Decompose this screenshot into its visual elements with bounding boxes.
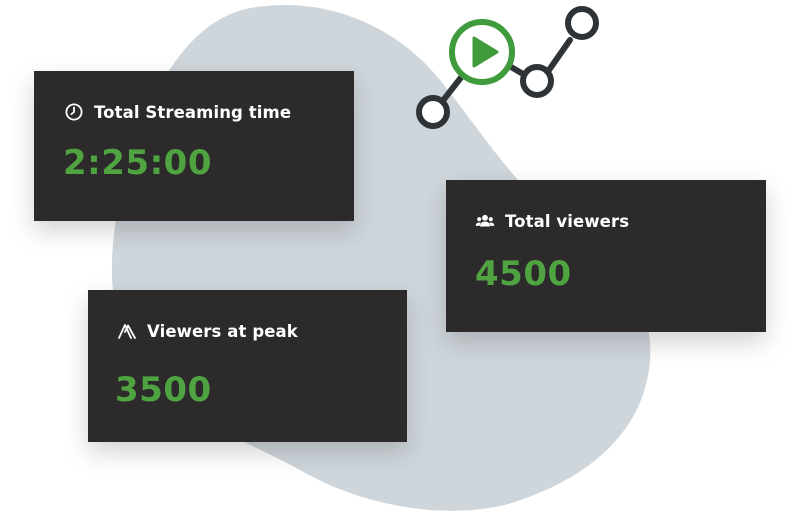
card-value: 3500 — [115, 370, 212, 410]
clock-icon — [64, 102, 84, 122]
peak-icon — [117, 321, 137, 341]
stat-card-total-viewers: Total viewers 4500 — [446, 180, 766, 332]
card-value: 2:25:00 — [63, 143, 212, 183]
network-node — [520, 64, 554, 98]
card-header: Total viewers — [475, 211, 629, 231]
network-node — [416, 95, 450, 129]
card-label: Total viewers — [505, 211, 630, 231]
card-value: 4500 — [475, 254, 572, 294]
stat-card-viewers-at-peak: Viewers at peak 3500 — [88, 290, 407, 442]
card-label: Total Streaming time — [94, 102, 292, 122]
network-node — [565, 6, 599, 40]
users-icon — [475, 211, 495, 231]
card-header: Total Streaming time — [64, 102, 291, 122]
stat-card-streaming-time: Total Streaming time 2:25:00 — [34, 71, 354, 221]
play-icon — [449, 19, 515, 85]
card-label: Viewers at peak — [147, 321, 298, 341]
card-header: Viewers at peak — [117, 321, 298, 341]
